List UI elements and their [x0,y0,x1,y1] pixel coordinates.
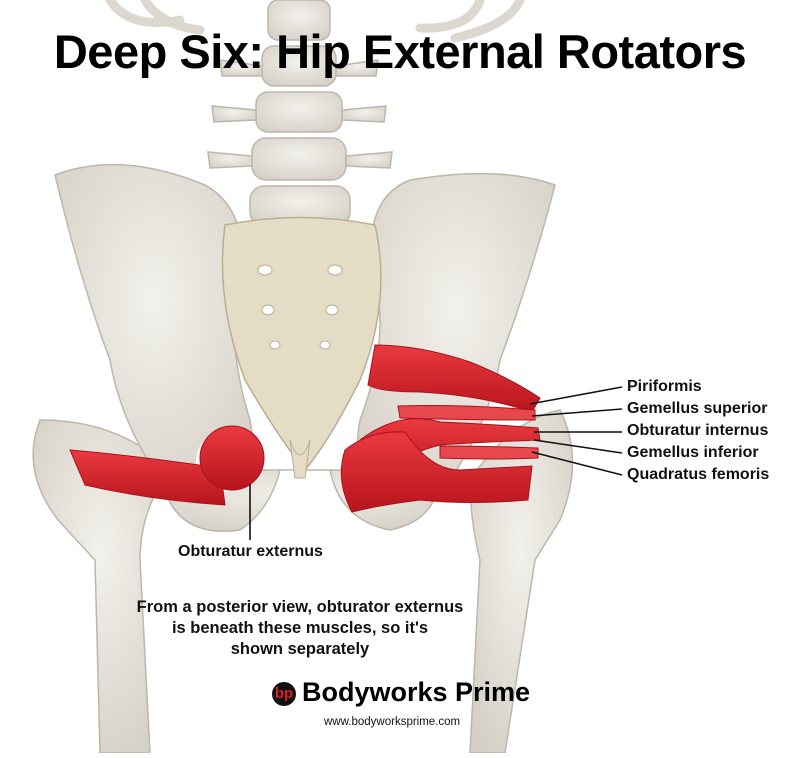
obturator-externus-muscle [69,425,265,506]
lumbar-spine [207,0,393,227]
ribs [105,0,525,43]
leader-gemellus-inferior [533,439,623,454]
label-quadratus-femoris: Quadratus femoris [627,466,770,483]
leader-lines [249,386,623,540]
leader-quadratus-femoris [531,451,623,476]
caption-line-2: is beneath these muscles, so it's [171,619,429,637]
muscles [69,344,541,513]
brand-url: www.bodyworksprime.com [324,716,461,728]
gemellus-inferior-muscle [439,445,539,460]
page-title: Deep Six: Hip External Rotators [53,25,747,78]
leader-piriformis [529,386,623,405]
label-obturatur-internus: Obturatur internus [627,422,769,439]
label-gemellus-superior: Gemellus superior [627,400,768,417]
bodyworks-logo-icon: bp [272,682,296,706]
brand-name: Bodyworks Prime [302,677,531,707]
caption-line-1: From a posterior view, obturator externu… [136,598,464,616]
leader-gemellus-superior [531,408,623,417]
label-gemellus-inferior: Gemellus inferior [627,444,759,461]
brand-block: bp Bodyworks Prime www.bodyworksprime.co… [268,676,538,736]
caption-note: From a posterior view, obturator externu… [110,597,490,660]
sacrum [221,216,382,479]
label-obturatur-externus: Obturatur externus [178,543,323,560]
left-femur [32,419,171,754]
label-piriformis: Piriformis [627,378,702,395]
quadratus-femoris-muscle [340,431,533,513]
gemellus-superior-muscle [397,405,536,421]
caption-line-3: shown separately [230,640,370,658]
